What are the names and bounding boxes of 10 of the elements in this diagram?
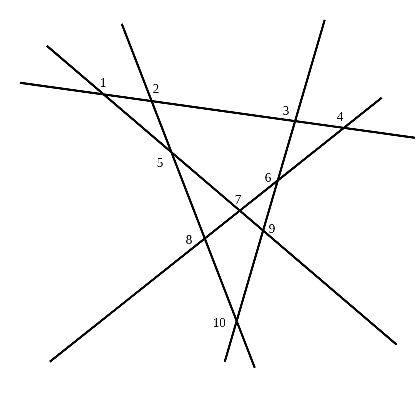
point-label: 1 xyxy=(100,76,106,89)
point-label: 3 xyxy=(283,104,290,117)
point-label: 5 xyxy=(157,156,164,169)
point-label: 2 xyxy=(153,82,160,95)
point-label: 8 xyxy=(186,233,192,246)
point-label: 7 xyxy=(235,193,242,206)
point-label: 10 xyxy=(213,316,226,329)
point-label: 6 xyxy=(265,171,272,184)
point-label: 4 xyxy=(337,110,344,123)
point-label: 9 xyxy=(269,222,276,235)
